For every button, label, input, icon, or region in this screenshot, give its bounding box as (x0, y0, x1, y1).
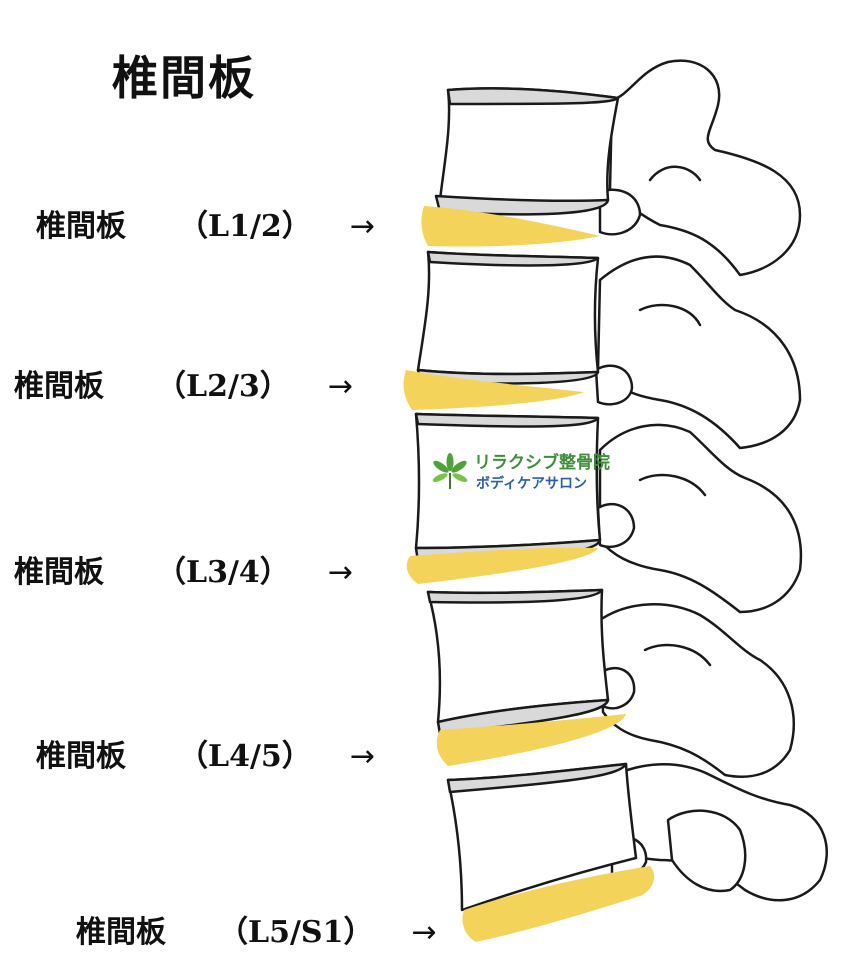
label-disc-l3-l4: 椎間板 （L3/4） → (14, 558, 353, 588)
label-name: 椎間板 (14, 369, 104, 404)
label-name: 椎間板 (36, 209, 126, 244)
disc-l1-l2 (421, 206, 600, 247)
disc-l5-s1 (462, 866, 655, 942)
diagram-title: 椎間板 (112, 51, 256, 105)
arrow-icon: → (327, 369, 353, 404)
label-name: 椎間板 (76, 915, 166, 950)
disc-l3-l4 (406, 547, 598, 584)
arrow-icon: → (327, 555, 353, 590)
label-name: 椎間板 (14, 555, 104, 590)
clinic-logo: リラクシブ整骨院 ボディケアサロン (430, 452, 610, 494)
label-name: 椎間板 (36, 739, 126, 774)
label-level: （L5/S1） (218, 915, 374, 950)
endplates (414, 87, 628, 794)
posterior-elements (596, 59, 828, 902)
label-level: （L4/5） (178, 739, 312, 774)
label-disc-l1-l2: 椎間板 （L1/2） → (36, 212, 375, 242)
arrow-icon: → (349, 739, 375, 774)
disc-l2-l3 (403, 370, 584, 410)
label-disc-l5-s1: 椎間板 （L5/S1） → (76, 918, 437, 948)
label-level: （L1/2） (178, 209, 312, 244)
vertebral-bodies (414, 87, 638, 912)
arrow-icon: → (411, 915, 437, 950)
clinic-name: リラクシブ整骨院 (474, 453, 610, 473)
clinic-subtitle: ボディケアサロン (476, 476, 588, 492)
leaf-icon (432, 453, 468, 489)
label-level: （L2/3） (156, 369, 290, 404)
label-level: （L3/4） (156, 555, 290, 590)
label-disc-l2-l3: 椎間板 （L2/3） → (14, 372, 353, 402)
intervertebral-discs (403, 206, 655, 942)
label-disc-l4-l5: 椎間板 （L4/5） → (36, 742, 375, 772)
arrow-icon: → (349, 209, 375, 244)
disc-l4-l5 (436, 714, 626, 766)
